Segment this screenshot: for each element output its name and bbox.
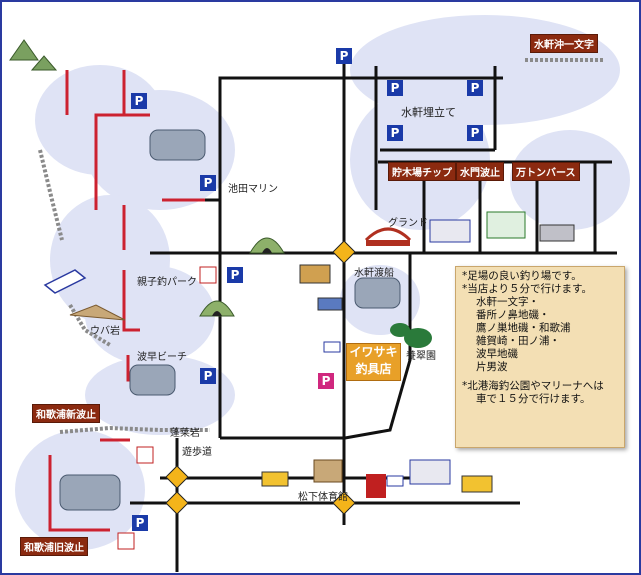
label-suiken-oki: 水軒沖一文字 — [530, 34, 598, 53]
parking-marker: P — [387, 125, 403, 141]
label-shinhatoba: 和歌浦新波止 — [32, 404, 100, 423]
bridge-icon — [364, 227, 412, 246]
label-man-ton-berth: 万トンバース — [512, 162, 580, 181]
label-oyako-park: 親子釣パーク — [137, 277, 197, 288]
parking-marker-pink: P — [318, 373, 334, 389]
shop-name-line2: 釣具店 — [355, 362, 392, 376]
parking-marker: P — [336, 48, 352, 64]
note-line: *北港海釣公園やマリーナへは — [462, 380, 604, 392]
parking-marker: P — [200, 368, 216, 384]
label-uba-iwa: ウバ岩 — [90, 326, 120, 337]
iwasaki-tackle-shop[interactable]: イワサキ 釣具店 — [346, 343, 401, 381]
note-line: 番所ノ鼻地磯・ — [476, 309, 550, 321]
label-yosuien: 養翠園 — [406, 351, 436, 362]
label-suiken-umetate: 水軒埋立て — [401, 106, 456, 119]
label-chogiba-chip: 貯木場チップ — [388, 162, 456, 181]
note-line: 雑賀崎・田ノ浦・ — [476, 335, 560, 347]
label-yuhodo: 遊歩道 — [182, 447, 212, 458]
label-hasaki-beach: 波早ビーチ — [137, 352, 187, 363]
tunnel-icon — [199, 237, 285, 317]
truck-icon — [261, 224, 575, 493]
shop-name-line1: イワサキ — [349, 345, 398, 359]
label-matsushita-gym: 松下体育館 — [298, 492, 348, 503]
parking-marker: P — [227, 267, 243, 283]
label-ikeda-marine: 池田マリン — [228, 184, 278, 195]
note-line: 鷹ノ巣地磯・和歌浦 — [476, 322, 571, 334]
note-line: 水軒一文字・ — [476, 296, 539, 308]
parking-marker: P — [467, 125, 483, 141]
note-line: *当店より５分で行けます。 — [462, 283, 592, 295]
parking-marker: P — [387, 80, 403, 96]
parking-marker: P — [200, 175, 216, 191]
parking-marker: P — [132, 515, 148, 531]
parking-marker: P — [467, 80, 483, 96]
note-line: 片男波 — [476, 361, 508, 373]
parking-marker: P — [131, 93, 147, 109]
ship-icon — [43, 269, 87, 294]
mountain-icon — [9, 39, 126, 321]
note-line: 波早地磯 — [476, 348, 518, 360]
label-hourai-iwa: 蓬莱岩 — [170, 428, 200, 439]
car-icon — [299, 264, 343, 311]
pier-icon — [59, 129, 401, 511]
note-line: *足場の良い釣り場です。 — [462, 270, 582, 282]
info-note: *足場の良い釣り場です。 *当店より５分で行けます。 水軒一文字・ 番所ノ鼻地磯… — [455, 266, 625, 448]
label-kyuhatoba: 和歌浦旧波止 — [20, 537, 88, 556]
note-line: 車で１５分で行けます。 — [476, 393, 591, 405]
traffic-signal-icon — [165, 240, 356, 515]
label-grand: グランド — [388, 218, 428, 229]
toilet-icon — [117, 266, 404, 550]
label-suimon-hatoba: 水門波止 — [456, 162, 504, 181]
label-suiken-tosen: 水軒渡船 — [354, 268, 394, 279]
department-store-icon — [366, 474, 386, 498]
rocky-shore — [38, 58, 605, 434]
convenience-store-icon — [313, 211, 526, 485]
garden-icon — [390, 323, 432, 348]
